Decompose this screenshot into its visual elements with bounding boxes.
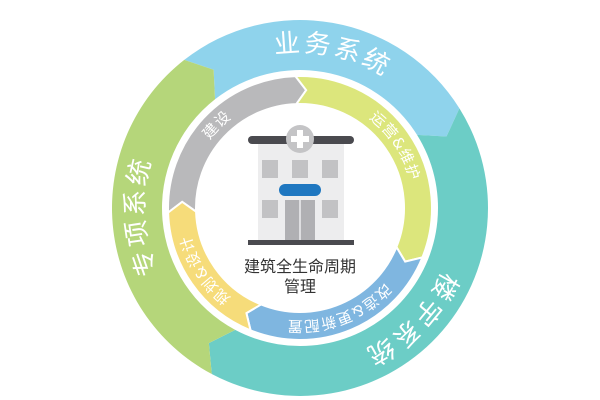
outer-segment-special (112, 59, 236, 374)
hospital-building-icon (248, 125, 354, 245)
outer-segment-business (184, 19, 460, 137)
outer-ring (112, 19, 488, 396)
center-title-line1: 建筑全生命周期 (244, 257, 356, 276)
outer-segment-building (208, 108, 488, 396)
center-title-line2: 管理 (284, 277, 316, 296)
